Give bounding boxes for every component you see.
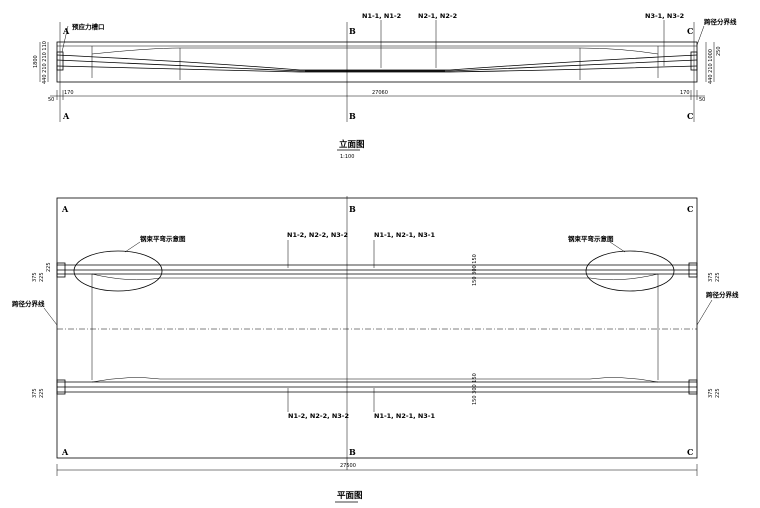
section-label-c-top: C [687, 26, 693, 36]
leader-split-left [43, 307, 58, 326]
plan-top-web [91, 273, 659, 281]
leader-split-elev [696, 25, 705, 46]
plan-anchor-top-left [56, 262, 66, 278]
elevation-view: A B C A B C N1-1, N1-2 N2-1, N2-2 N3-1, … [33, 12, 737, 160]
leader-anchor [61, 25, 69, 53]
dim-right-stack-text: 250 [716, 46, 722, 56]
plan-dim-side-right-bot-b: 225 [715, 388, 721, 398]
tendon-n3 [56, 65, 698, 73]
anchor-recess-label: 预应力槽口 [72, 22, 105, 31]
plan-section-c-bottom: C [687, 447, 693, 457]
bundle-detail-ellipse-left [73, 250, 163, 292]
dim-left-outer: 50 [48, 97, 54, 103]
elevation-title: 立面图 [339, 139, 365, 150]
plan-title: 平面图 [337, 491, 363, 501]
bundle-detail-ellipse-right [585, 250, 675, 292]
plan-dim-mid-bot: 150 300 150 [472, 373, 478, 405]
dim-left-end: 170 [64, 90, 74, 96]
plan-section-b-bottom: B [349, 447, 356, 457]
plan-tendon-top-2: N1-1, N2-1, N3-1 [374, 231, 435, 239]
leader-bundle-left [124, 241, 141, 253]
leader-bundle-right [609, 241, 626, 253]
plan-anchor-bot-right [688, 379, 698, 395]
span-split-label-elev: 跨径分界线 [704, 17, 737, 26]
plan-dim-side-left-bot-b: 225 [39, 388, 45, 398]
plan-dim-side-right-top-b: 225 [715, 272, 721, 282]
tendon-label-n2: N2-1, N2-2 [418, 12, 457, 20]
dim-right-stack2-text: 440 210 1000 [708, 49, 714, 84]
plan-dim-side-left-top-a: 375 [32, 272, 38, 282]
plan-section-a-bottom: A [61, 447, 69, 457]
plan-tendon-top-1: N1-2, N2-2, N3-2 [287, 231, 348, 239]
plan-bot-web [91, 377, 659, 383]
tendon-n1 [56, 54, 698, 71]
dim-height-text: 1800 [33, 55, 39, 68]
plan-section-b-top: B [349, 204, 356, 214]
bundle-label-right: 钢束平弯示意图 [568, 234, 614, 243]
plan-outline [56, 197, 698, 459]
leader-split-right [696, 299, 713, 326]
plan-tendon-bot-2: N1-1, N2-1, N3-1 [374, 412, 435, 420]
section-label-c-bottom: C [687, 111, 693, 121]
tendon-n2 [56, 59, 698, 72]
plan-dim-side-right-top-a: 375 [708, 272, 714, 282]
section-label-a-bottom: A [62, 111, 70, 121]
plan-dim-side-right-bot-a: 375 [708, 388, 714, 398]
plan-dim-side-left-top-b: 225 [39, 272, 45, 282]
dim-right-end: 170 [680, 90, 690, 96]
elevation-scale: 1:100 [340, 154, 354, 160]
plan-dim-mid-top: 150 300 150 [472, 254, 478, 286]
anchor-block-left [56, 51, 64, 71]
plan-anchor-top-right [688, 262, 698, 278]
bundle-label-left: 钢束平弯示意图 [140, 234, 186, 243]
plan-dim-total: 27500 [340, 463, 356, 469]
section-label-b-bottom: B [349, 111, 356, 121]
plan-view: A B C A B C 钢束平弯示意图 钢束平弯示意图 [12, 196, 739, 503]
span-split-label-plan-left: 跨径分界线 [12, 299, 45, 308]
plan-dim-side-left-bot-a: 375 [32, 388, 38, 398]
section-label-a-top: A [62, 26, 70, 36]
plan-tendon-bot-1: N1-2, N2-2, N3-2 [288, 412, 349, 420]
plan-section-a-top: A [61, 204, 69, 214]
dim-right-outer: 50 [699, 97, 705, 103]
plan-anchor-bot-left [56, 379, 66, 395]
plan-section-c-top: C [687, 204, 693, 214]
dim-total-elev: 27060 [372, 90, 388, 96]
plan-dim-side-left-top-c: 225 [46, 262, 52, 272]
dim-left-stack-text: 440 210 210 110 [42, 41, 48, 84]
tendon-label-n3: N3-1, N3-2 [645, 12, 684, 20]
span-split-label-plan-right: 跨径分界线 [706, 290, 739, 299]
section-label-b-top: B [349, 26, 356, 36]
anchor-block-right [690, 51, 698, 71]
tendon-label-n1: N1-1, N1-2 [362, 12, 401, 20]
